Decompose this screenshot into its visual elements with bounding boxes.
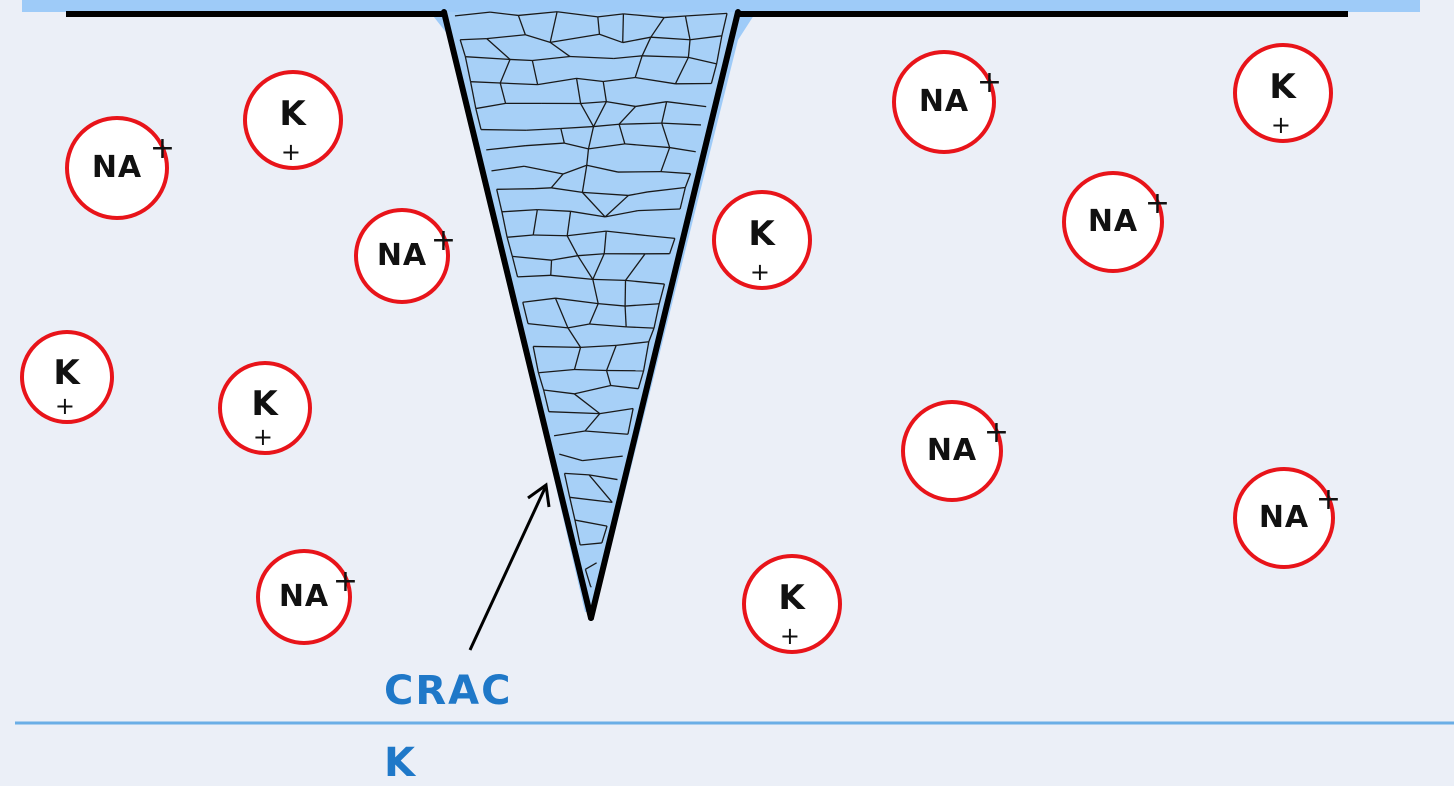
ion-charge: + bbox=[1145, 189, 1170, 219]
crack-caption: CRAC bbox=[384, 668, 512, 714]
ion-charge: + bbox=[1271, 113, 1291, 137]
ion-symbol: K bbox=[24, 353, 110, 393]
potassium-ion-k-3: K+ bbox=[218, 361, 312, 455]
fracture-segment bbox=[497, 189, 534, 190]
sodium-ion-na-7: NA+ bbox=[1233, 467, 1335, 569]
ion-charge: + bbox=[281, 140, 301, 164]
fracture-segment bbox=[481, 130, 526, 131]
ion-symbol: K bbox=[222, 384, 308, 424]
ion-charge: + bbox=[253, 425, 273, 449]
sodium-ion-na-4: NA+ bbox=[892, 50, 996, 154]
ion-charge: + bbox=[984, 418, 1009, 448]
fracture-segment bbox=[551, 260, 552, 275]
sodium-ion-na-6: NA+ bbox=[901, 400, 1003, 502]
fracture-segment bbox=[591, 586, 592, 587]
ion-charge: + bbox=[333, 567, 358, 597]
pointer-arrow bbox=[470, 488, 545, 650]
ion-charge: + bbox=[750, 260, 770, 284]
potassium-ion-k-2: K+ bbox=[20, 330, 114, 424]
ion-charge: + bbox=[977, 68, 1002, 98]
ion-symbol: K bbox=[716, 214, 808, 254]
fracture-segment bbox=[533, 235, 567, 236]
fracture-segment bbox=[534, 188, 551, 189]
potassium-ion-k-5: K+ bbox=[742, 554, 842, 654]
sodium-ion-na-3: NA+ bbox=[256, 549, 352, 645]
fracture-segment bbox=[533, 346, 580, 347]
ion-symbol: K bbox=[746, 578, 838, 618]
ion-charge: + bbox=[55, 394, 75, 418]
sodium-ion-na-2: NA+ bbox=[354, 208, 450, 304]
fracture-segment bbox=[623, 14, 624, 43]
ion-charge: + bbox=[1316, 485, 1341, 515]
potassium-ion-k-4: K+ bbox=[712, 190, 812, 290]
ion-charge: + bbox=[780, 624, 800, 648]
sodium-ion-na-5: NA+ bbox=[1062, 171, 1164, 273]
potassium-ion-k-1: K+ bbox=[243, 70, 343, 170]
ion-symbol: K bbox=[1237, 67, 1329, 107]
surface-water-band bbox=[22, 0, 1420, 12]
crack-caption-line-2: K bbox=[384, 740, 417, 786]
sodium-ion-na-1: NA+ bbox=[65, 116, 169, 220]
ion-charge: + bbox=[150, 134, 175, 164]
ion-charge: + bbox=[431, 226, 456, 256]
potassium-ion-k-6: K+ bbox=[1233, 43, 1333, 143]
ion-symbol: K bbox=[247, 94, 339, 134]
